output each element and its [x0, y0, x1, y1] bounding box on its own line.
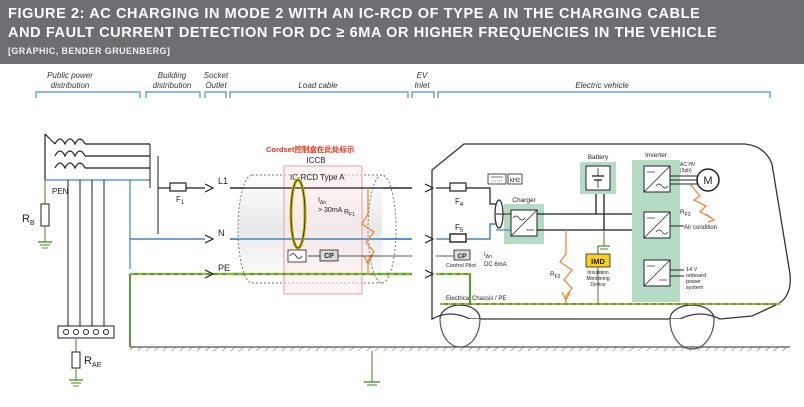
- figure-credit: [GRAPHIC, BENDER GRUENBERG]: [8, 46, 171, 56]
- car-front-arch: [439, 304, 481, 320]
- ic-rcd-label: IC-RCD Type A: [290, 173, 345, 182]
- car-outline: [431, 143, 791, 321]
- inverter-label: Inverter: [645, 152, 668, 159]
- figure-header: FIGURE 2: AC CHARGING IN MODE 2 WITH AN …: [0, 0, 804, 64]
- imd-desc-2: Monitoring: [586, 276, 610, 282]
- section-public-power-1: Public power: [47, 71, 93, 80]
- rf2-label: RF2: [550, 271, 561, 280]
- figure-title-line1: FIGURE 2: AC CHARGING IN MODE 2 WITH AN …: [8, 6, 701, 22]
- charger-label: Charger: [512, 197, 536, 204]
- section-electric-vehicle: Electric vehicle: [575, 81, 629, 90]
- section-labels: Public power distribution Building distr…: [47, 71, 629, 90]
- control-pilot-label: Control Pilot: [446, 263, 476, 269]
- ground: [130, 346, 790, 351]
- battery-block: [580, 162, 616, 194]
- section-brackets: [35, 91, 771, 98]
- charger-block: [496, 204, 544, 244]
- rf3-fault: [689, 183, 716, 223]
- motor-group: [670, 168, 720, 192]
- section-building-1: Building: [158, 71, 187, 80]
- rf1-label: RF1: [344, 209, 355, 218]
- imd-block: [585, 246, 611, 304]
- front-wheel: [439, 318, 481, 348]
- motor-label: M: [703, 175, 712, 187]
- lv-4: system: [686, 285, 704, 291]
- imd-desc-1: Insulation: [587, 270, 609, 276]
- idn-right-label: IΔn: [484, 252, 492, 260]
- pe-label: PE: [218, 263, 230, 273]
- rear-wheel: [669, 318, 715, 350]
- lv-2: onboard: [686, 273, 706, 279]
- pen-label: PEN: [52, 187, 69, 196]
- idn-left-value: > 30mA: [318, 207, 343, 214]
- rb-label: RB: [22, 213, 35, 227]
- l1-label: L1: [218, 176, 228, 186]
- section-building-2: distribution: [153, 81, 192, 90]
- transformer: [44, 133, 86, 180]
- section-ev-inlet-1: EV: [417, 71, 428, 80]
- cp-cable: [308, 249, 412, 262]
- figure-title-line2: AND FAULT CURRENT DETECTION FOR DC ≥ 6MA…: [8, 25, 718, 41]
- car-rear-arch: [669, 304, 715, 320]
- lv-system: [670, 269, 684, 277]
- rb-earth: [38, 180, 52, 249]
- circuit-diagram: Public power distribution Building distr…: [22, 71, 791, 387]
- f4-label: F4: [455, 197, 464, 208]
- khz-label: kHz: [510, 178, 520, 184]
- rf1-fault: [361, 188, 375, 274]
- idn-left-label: IΔn: [318, 197, 326, 206]
- source-busbars: [85, 143, 150, 169]
- lv-1: 14 V: [686, 267, 698, 273]
- imd-desc-3: Device: [590, 282, 606, 288]
- f1-label: F1: [176, 195, 185, 206]
- battery-earth: [598, 230, 610, 250]
- air-condition-label: Air condition: [684, 225, 717, 231]
- chassis-label: Electrical Chassis / PE: [446, 296, 506, 302]
- khz-box: [487, 173, 523, 185]
- section-public-power-2: distribution: [51, 81, 90, 90]
- cp-cable-label: CP: [324, 253, 334, 260]
- cp-vehicle-label: CP: [457, 253, 467, 260]
- idn-right-value: DC 6mA: [484, 262, 507, 268]
- building-collectors: [149, 144, 159, 234]
- terminal-block: [57, 325, 115, 387]
- ac-hv-1: AC HV: [680, 162, 696, 168]
- ground-earth: [364, 351, 380, 386]
- section-socket-1: Socket: [204, 71, 229, 80]
- socket-contacts: [204, 183, 435, 279]
- section-load-cable: Load cable: [298, 81, 338, 90]
- lv-3: power: [686, 279, 701, 285]
- rf3-label: RF3: [680, 209, 691, 218]
- f5-label: F5: [455, 223, 464, 234]
- imd-label: IMD: [591, 257, 605, 266]
- rcd-ring-outline: [290, 179, 306, 249]
- ac-hv-2: (3ph): [680, 168, 692, 174]
- drop-lines: [67, 180, 105, 334]
- section-socket-2: Outlet: [205, 81, 227, 90]
- section-ev-inlet-2: Inlet: [414, 81, 430, 90]
- iccb-label: ICCB: [306, 156, 325, 165]
- n-label: N: [218, 228, 225, 238]
- battery-label: Battery: [588, 154, 609, 161]
- iccb-box: [283, 165, 363, 295]
- inverter-units: [643, 165, 671, 287]
- cp-vehicle: [436, 249, 471, 261]
- rae-label: RAE: [84, 355, 102, 369]
- rf2-fault: [559, 230, 573, 304]
- cordset-annotation: Cordset控制盒在此处标示: [266, 144, 355, 154]
- waveform-icon: [287, 249, 307, 263]
